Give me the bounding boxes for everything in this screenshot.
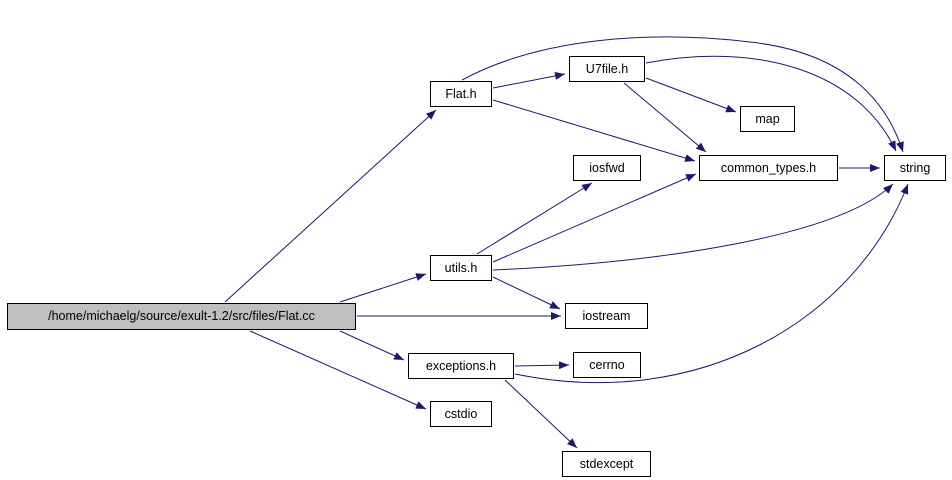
edge-utils-h-to-iostream: [492, 276, 561, 310]
edge-flat-cc-to-cstdio: [249, 330, 427, 410]
node-iostream: iostream: [565, 303, 648, 329]
edge-u7file-h-to-map: [645, 77, 737, 113]
edge-u7file-h-to-string: [645, 55, 897, 152]
node-common-types-h[interactable]: common_types.h: [699, 155, 838, 181]
node-cerrno: cerrno: [573, 352, 641, 378]
edge-exceptions-h-to-string: [514, 183, 909, 383]
edge-flat-cc-to-utils-h: [339, 273, 427, 303]
edge-utils-h-to-iosfwd: [476, 182, 593, 255]
node-exceptions-h[interactable]: exceptions.h: [408, 353, 514, 379]
node-map: map: [740, 106, 795, 132]
node-flat-h[interactable]: Flat.h: [430, 81, 492, 107]
edge-flat-h-to-common-types-h: [492, 99, 696, 162]
node-flat-cc: /home/michaelg/source/exult-1.2/src/file…: [7, 303, 356, 330]
node-cstdio: cstdio: [430, 401, 492, 427]
edge-exceptions-h-to-stdexcept: [504, 379, 578, 449]
node-string: string: [884, 155, 946, 181]
node-utils-h[interactable]: utils.h: [430, 255, 492, 281]
node-u7file-h[interactable]: U7file.h: [569, 56, 645, 82]
edge-flat-h-to-string: [461, 36, 904, 153]
edge-u7file-h-to-common-types-h: [623, 82, 707, 153]
edge-flat-h-to-u7file-h: [492, 71, 566, 89]
node-iosfwd: iosfwd: [573, 155, 641, 181]
edge-utils-h-to-string: [492, 183, 894, 271]
edge-flat-cc-to-flat-h: [224, 109, 437, 303]
edge-utils-h-to-common-types-h: [492, 173, 697, 263]
edge-exceptions-h-to-cerrno: [514, 361, 570, 370]
edge-flat-cc-to-exceptions-h: [339, 330, 405, 361]
node-stdexcept: stdexcept: [562, 451, 651, 477]
